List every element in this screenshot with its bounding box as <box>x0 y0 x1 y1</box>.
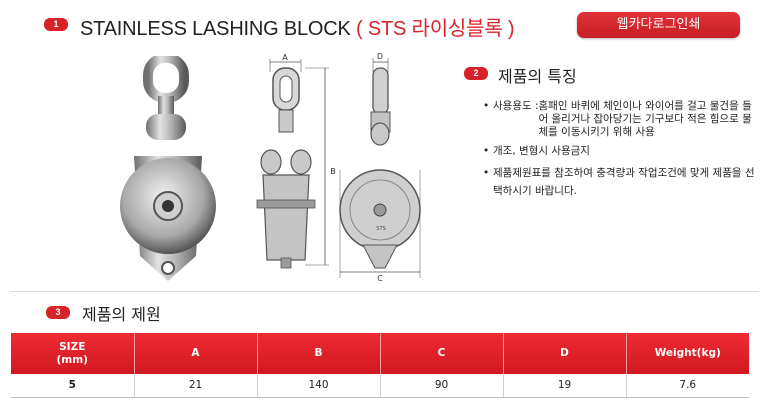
feature-text: 홈패인 바퀴에 체인이나 와이어를 걸고 물건을 들어 올리거나 잡아당기는 기… <box>538 100 752 138</box>
dimension-label-b: B <box>330 167 336 176</box>
cell-a: 21 <box>134 374 258 398</box>
title-accent: ( STS 라이싱블록 ) <box>356 18 515 40</box>
feature-label: 사용용도 : <box>493 100 539 112</box>
specs-heading: 제품의 제원 <box>82 305 161 324</box>
column-header-weight: Weight(kg) <box>626 333 749 374</box>
section-divider <box>10 291 759 292</box>
section-badge-1: 1 <box>44 18 68 31</box>
cell-b: 140 <box>257 374 381 398</box>
web-catalog-print-button[interactable]: 웹카다로그인쇄 <box>577 12 740 38</box>
feature-item-spec-reference: 제품제원표를 참조하여 충격량과 작업조건에 맞게 제품을 선택하시기 바랍니다… <box>483 164 759 200</box>
cell-size: 5 <box>11 374 135 398</box>
section-badge-3: 3 <box>46 306 70 319</box>
dimension-label-a: A <box>282 53 288 62</box>
feature-text: 제품제원표를 참조하여 충격량과 작업조건에 맞게 제품을 선택하시기 바랍니다… <box>493 167 755 197</box>
feature-text: 개조, 변형시 사용금지 <box>493 145 590 157</box>
column-header-a: A <box>134 333 258 374</box>
cell-weight: 7.6 <box>626 374 749 398</box>
product-photo <box>120 56 216 281</box>
features-list: 사용용도 : 홈패인 바퀴에 체인이나 와이어를 걸고 물건을 들어 올리거나 … <box>483 100 759 206</box>
cell-c: 90 <box>380 374 504 398</box>
feature-item-no-modification: 개조, 변형시 사용금지 <box>483 145 759 158</box>
column-header-size: SIZE (mm) <box>11 333 135 374</box>
column-header-c: C <box>380 333 504 374</box>
section-badge-2: 2 <box>464 67 488 80</box>
column-header-unit: (mm) <box>56 353 88 366</box>
page-title: STAINLESS LASHING BLOCK ( STS 라이싱블록 ) <box>80 12 515 41</box>
specs-header-row: SIZE (mm) A B C D Weight(kg) <box>11 333 749 374</box>
side-view-drawing: D STS C <box>339 52 421 282</box>
front-view-drawing: A B <box>256 53 336 269</box>
cell-d: 19 <box>503 374 627 398</box>
table-row: 5 21 140 90 19 7.6 <box>11 374 749 398</box>
specs-table: SIZE (mm) A B C D Weight(kg) 5 21 140 90… <box>11 333 749 398</box>
dimension-label-c: C <box>377 274 383 282</box>
column-header-d: D <box>503 333 627 374</box>
column-header-b: B <box>257 333 381 374</box>
dimension-label-d: D <box>377 52 383 61</box>
column-header-line: SIZE <box>59 340 86 353</box>
title-main: STAINLESS LASHING BLOCK <box>80 18 351 40</box>
plate-text: STS <box>376 226 385 232</box>
feature-item-usage: 사용용도 : 홈패인 바퀴에 체인이나 와이어를 걸고 물건을 들어 올리거나 … <box>483 100 759 139</box>
features-heading: 제품의 특징 <box>498 67 577 86</box>
